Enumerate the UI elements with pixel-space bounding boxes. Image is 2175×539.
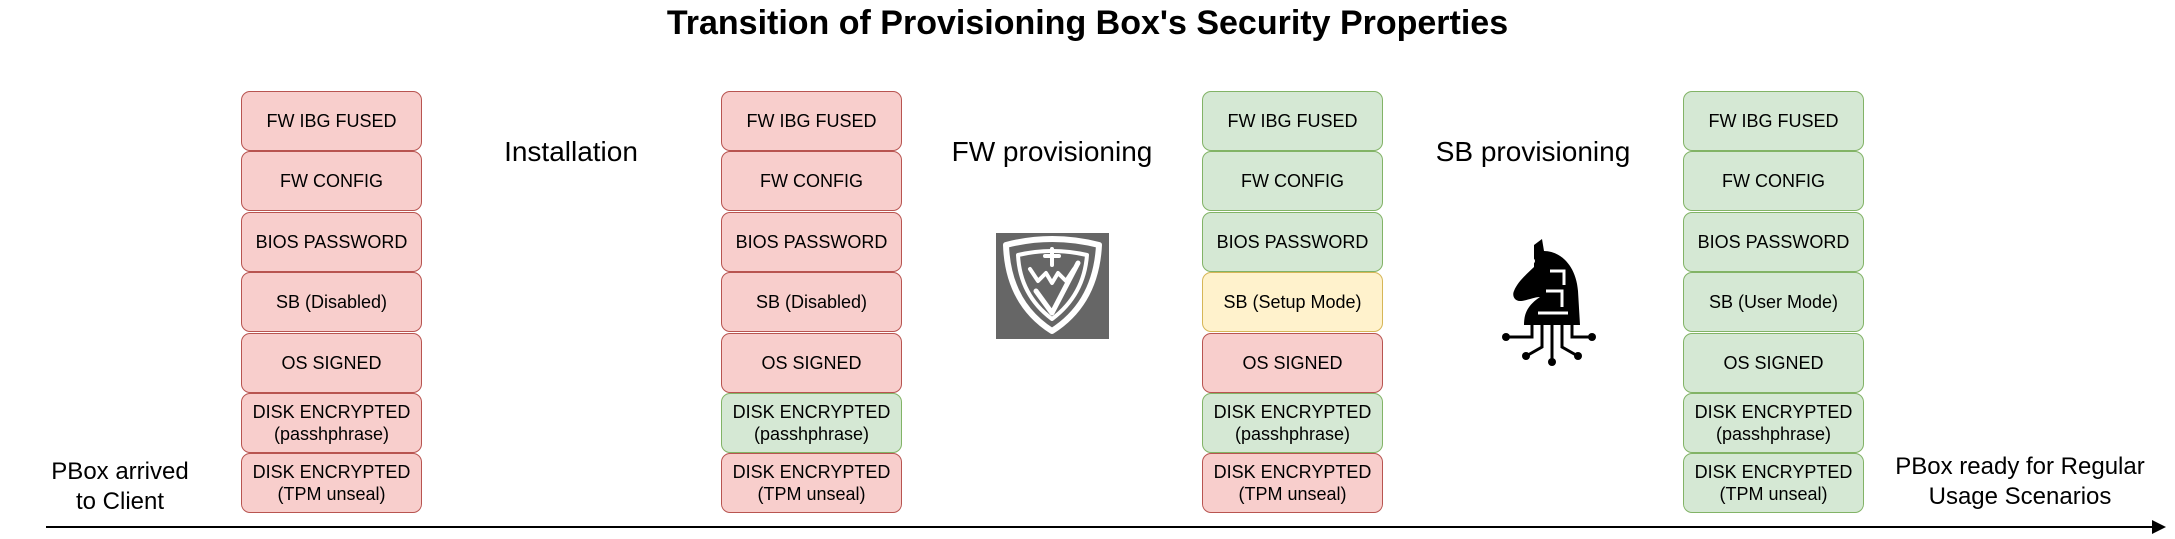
property-box: DISK ENCRYPTED (passhphrase) [1202, 392, 1383, 453]
property-box: FW IBG FUSED [1202, 91, 1383, 151]
end-caption: PBox ready for Regular Usage Scenarios [1895, 453, 2145, 510]
property-box: SB (Disabled) [721, 272, 902, 333]
property-box: SB (Disabled) [241, 272, 422, 333]
step-sb-provisioning-label: SB provisioning [1435, 136, 1631, 167]
start-caption: PBox arrived to Client [51, 458, 189, 515]
state-column-4: FW IBG FUSED FW CONFIG BIOS PASSWORD SB … [1683, 91, 1864, 514]
property-box: BIOS PASSWORD [1683, 211, 1864, 272]
state-column-1: FW IBG FUSED FW CONFIG BIOS PASSWORD SB … [241, 91, 422, 514]
diagram-title: Transition of Provisioning Box's Securit… [666, 4, 1509, 42]
property-box: FW IBG FUSED [241, 91, 422, 151]
state-column-3: FW IBG FUSED FW CONFIG BIOS PASSWORD SB … [1202, 91, 1383, 514]
property-box: DISK ENCRYPTED (TPM unseal) [241, 453, 422, 514]
property-box: DISK ENCRYPTED (TPM unseal) [721, 453, 902, 514]
knight-circuit-icon [1502, 239, 1596, 366]
property-box: OS SIGNED [1683, 332, 1864, 393]
property-box: DISK ENCRYPTED (passhphrase) [1683, 392, 1864, 453]
property-box: BIOS PASSWORD [241, 211, 422, 272]
property-box: OS SIGNED [241, 332, 422, 393]
property-box: DISK ENCRYPTED (passhphrase) [721, 392, 902, 453]
property-box: SB (Setup Mode) [1202, 272, 1383, 333]
property-box: FW CONFIG [241, 151, 422, 212]
property-box: FW IBG FUSED [721, 91, 902, 151]
property-box: DISK ENCRYPTED (passhphrase) [241, 392, 422, 453]
state-column-2: FW IBG FUSED FW CONFIG BIOS PASSWORD SB … [721, 91, 902, 514]
property-box: OS SIGNED [721, 332, 902, 393]
shield-crown-icon [996, 233, 1109, 339]
property-box: FW CONFIG [721, 151, 902, 212]
step-installation-label: Installation [504, 136, 638, 167]
property-box: FW CONFIG [1202, 151, 1383, 212]
property-box: OS SIGNED [1202, 332, 1383, 393]
property-box: BIOS PASSWORD [721, 211, 902, 272]
property-box: DISK ENCRYPTED (TPM unseal) [1683, 453, 1864, 514]
property-box: FW IBG FUSED [1683, 91, 1864, 151]
property-box: SB (User Mode) [1683, 272, 1864, 333]
property-box: BIOS PASSWORD [1202, 211, 1383, 272]
property-box: FW CONFIG [1683, 151, 1864, 212]
step-fw-provisioning-label: FW provisioning [951, 136, 1153, 167]
property-box: DISK ENCRYPTED (TPM unseal) [1202, 453, 1383, 514]
